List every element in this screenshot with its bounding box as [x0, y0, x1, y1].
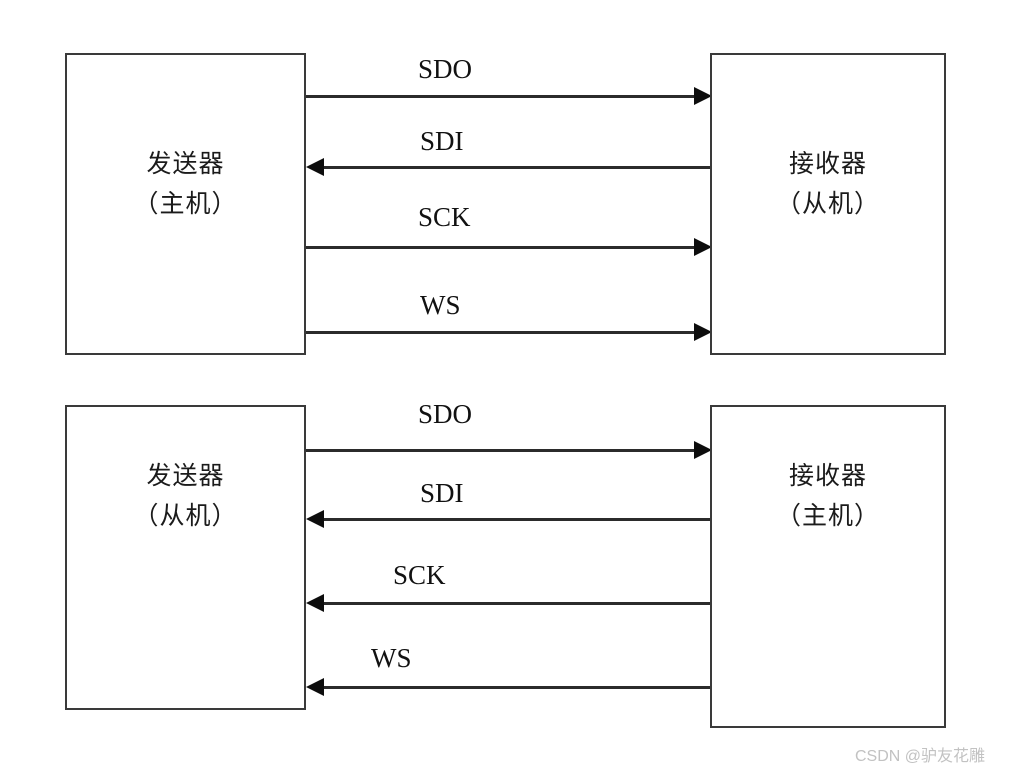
top-signal-label-sdi: SDI	[420, 126, 464, 156]
bottom-signal-line-sck	[324, 602, 710, 605]
top-signal-line-sdo	[306, 95, 696, 98]
top-signal-label-sck: SCK	[418, 202, 471, 232]
bottom-signal-line-ws	[324, 686, 710, 689]
bottom-signal-line-sdo	[306, 449, 696, 452]
top-signal-line-sdi	[324, 166, 710, 169]
bottom-transmitter-box: 发送器 （从机）	[65, 405, 306, 710]
bottom-transmitter-label-line2: （从机）	[133, 503, 238, 530]
bottom-signal-line-sdi	[324, 518, 710, 521]
top-signal-label-ws: WS	[420, 290, 461, 320]
bottom-signal-arrow-sdi	[306, 510, 324, 528]
top-signal-arrow-ws	[694, 323, 712, 341]
top-signal-arrow-sck	[694, 238, 712, 256]
top-signal-label-sdo: SDO	[418, 54, 473, 84]
bottom-receiver-box: 接收器 （主机）	[710, 405, 946, 728]
csdn-watermark: CSDN @驴友花雕	[855, 748, 986, 765]
top-transmitter-label-line2: （主机）	[133, 191, 238, 218]
top-signal-arrow-sdo	[694, 87, 712, 105]
bottom-signal-label-sdo: SDO	[418, 399, 473, 429]
top-receiver-label-line1: 接收器	[788, 151, 867, 178]
top-receiver-box: 接收器 （从机）	[710, 53, 946, 355]
bottom-transmitter-label-line1: 发送器	[146, 463, 225, 490]
bottom-signal-label-ws: WS	[371, 643, 412, 673]
bottom-signal-label-sck: SCK	[393, 560, 446, 590]
bottom-signal-arrow-sck	[306, 594, 324, 612]
top-transmitter-box: 发送器 （主机）	[65, 53, 306, 355]
bottom-signal-arrow-ws	[306, 678, 324, 696]
top-signal-arrow-sdi	[306, 158, 324, 176]
top-signal-line-sck	[306, 246, 696, 249]
bottom-signal-label-sdi: SDI	[420, 478, 464, 508]
top-signal-line-ws	[306, 331, 696, 334]
top-receiver-label-line2: （从机）	[775, 191, 880, 218]
bottom-receiver-label-line2: （主机）	[775, 503, 880, 530]
bottom-signal-arrow-sdo	[694, 441, 712, 459]
bottom-receiver-label-line1: 接收器	[788, 463, 867, 490]
top-transmitter-label-line1: 发送器	[146, 151, 225, 178]
